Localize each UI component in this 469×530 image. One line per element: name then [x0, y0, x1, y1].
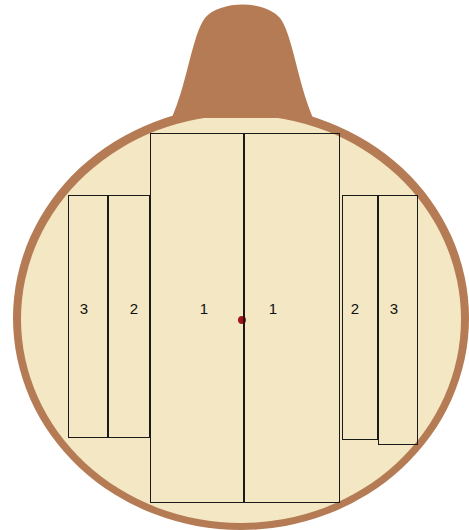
inner-wood [21, 115, 461, 523]
section-box: 1 [244, 133, 340, 503]
section-number: 3 [80, 301, 88, 318]
section-box: 3 [68, 195, 108, 438]
section-number: 2 [351, 301, 359, 318]
peak-join [176, 9, 308, 119]
section-box: 2 [342, 195, 378, 440]
section-number: 1 [269, 301, 277, 318]
section-box: 3 [378, 195, 418, 445]
section-number: 2 [130, 301, 138, 318]
outer-bark [13, 106, 469, 530]
section-number: 3 [390, 301, 398, 318]
section-box: 2 [108, 195, 150, 438]
section-box: 1 [150, 133, 244, 503]
section-number: 1 [200, 301, 208, 318]
